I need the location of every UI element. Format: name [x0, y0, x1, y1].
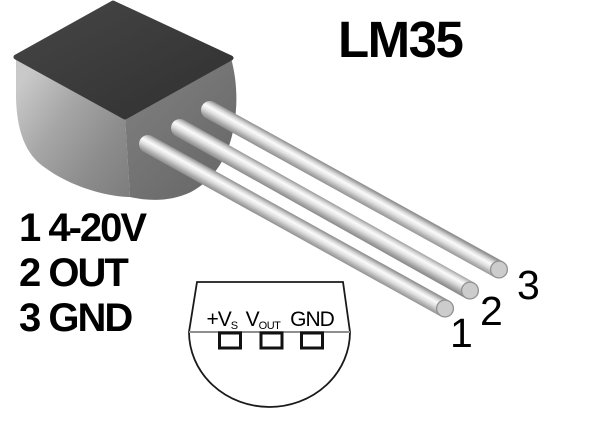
bottom-view-label-vs-sub: S	[230, 320, 238, 332]
lead-3-tip	[489, 260, 509, 279]
bottom-view-pad-3	[300, 331, 324, 350]
pin-legend-line-1: 1 4-20V	[19, 206, 147, 250]
pin-legend-line-2: 2 OUT	[19, 251, 129, 295]
bottom-view-label-vout: VOUT	[245, 308, 281, 332]
lead-number-1: 1	[450, 310, 473, 356]
lead-2	[171, 119, 478, 299]
part-title: LM35	[338, 11, 464, 68]
lead-1	[139, 135, 453, 317]
pin-legend-line-3: 3 GND	[19, 296, 133, 340]
bottom-view-label-gnd-main: GND	[290, 308, 335, 331]
bottom-view-label-vs: +VS	[206, 308, 238, 332]
lead-number-3: 3	[517, 262, 540, 308]
bottom-view-label-vs-main: +V	[206, 308, 231, 331]
package-body-top-face	[13, 0, 234, 120]
package-body-front-face	[16, 57, 130, 197]
bottom-view-label-vout-main: V	[245, 308, 260, 331]
pin-legend: 1 4-20V 2 OUT 3 GND	[19, 206, 147, 341]
bottom-view-label-gnd: GND	[290, 308, 335, 331]
bottom-view-pad-2	[259, 331, 284, 350]
lead-number-2: 2	[480, 288, 503, 334]
lead-3	[201, 101, 507, 278]
lead-1-tip	[435, 299, 455, 318]
bottom-view-pad-1	[218, 331, 242, 350]
lead-2-tip	[460, 281, 480, 300]
bottom-view-label-vout-sub: OUT	[258, 320, 281, 332]
